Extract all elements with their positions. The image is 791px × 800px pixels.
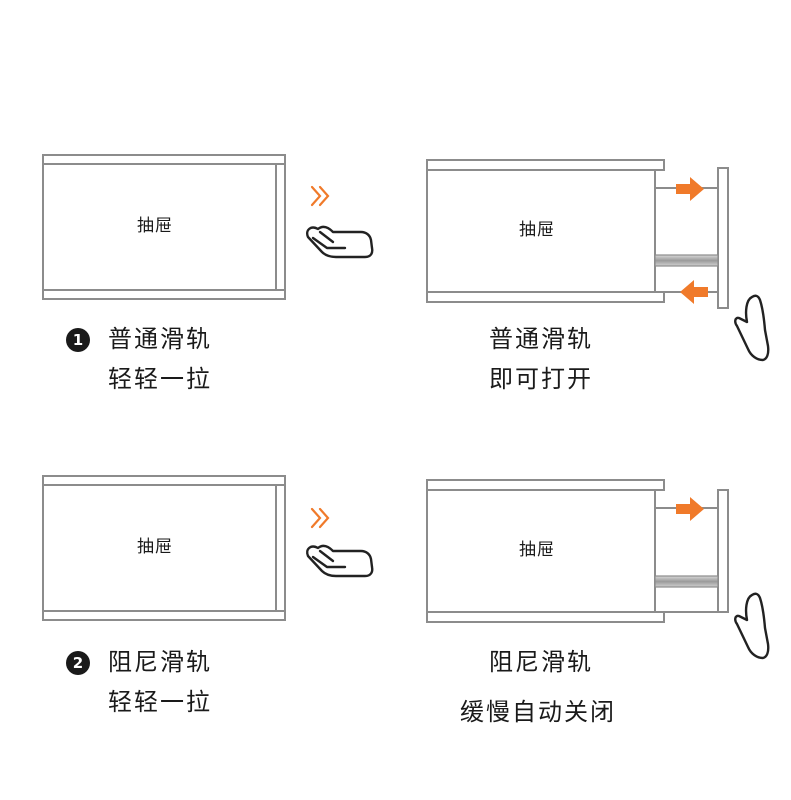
hand-pull-icon (306, 225, 374, 259)
arrow-left-icon (680, 280, 708, 304)
drawer-label: 抽屉 (137, 537, 173, 557)
normal-rail-title: 普通滑轨 (108, 325, 212, 353)
arrow-right-icon (676, 177, 704, 201)
step-number-badge: 2 (66, 651, 90, 675)
closed-drawer-2 (42, 475, 286, 621)
drawer-label: 抽屉 (519, 540, 555, 560)
normal-rail-result-title: 普通滑轨 (489, 325, 593, 353)
slide-rail-1 (654, 254, 719, 267)
hand-pull-icon (306, 544, 374, 578)
damped-rail-result-title: 阻尼滑轨 (489, 648, 593, 676)
drawer-label: 抽屉 (519, 220, 555, 240)
damped-rail-result-subtitle: 缓慢自动关闭 (460, 698, 616, 726)
arrow-right-icon (676, 497, 704, 521)
hand-push-icon (734, 592, 770, 660)
double-chevron-right-icon (310, 507, 330, 529)
step-number-badge: 1 (66, 328, 90, 352)
double-chevron-right-icon (310, 185, 330, 207)
damped-rail-subtitle: 轻轻一拉 (108, 688, 212, 716)
open-drawer-2 (426, 479, 729, 623)
normal-rail-result-subtitle: 即可打开 (489, 365, 593, 393)
slide-rail-2 (654, 575, 719, 588)
damped-rail-title: 阻尼滑轨 (108, 648, 212, 676)
open-drawer-1 (426, 159, 729, 309)
hand-push-icon (734, 294, 770, 362)
closed-drawer-1 (42, 154, 286, 300)
normal-rail-subtitle: 轻轻一拉 (108, 365, 212, 393)
drawer-label: 抽屉 (137, 216, 173, 236)
